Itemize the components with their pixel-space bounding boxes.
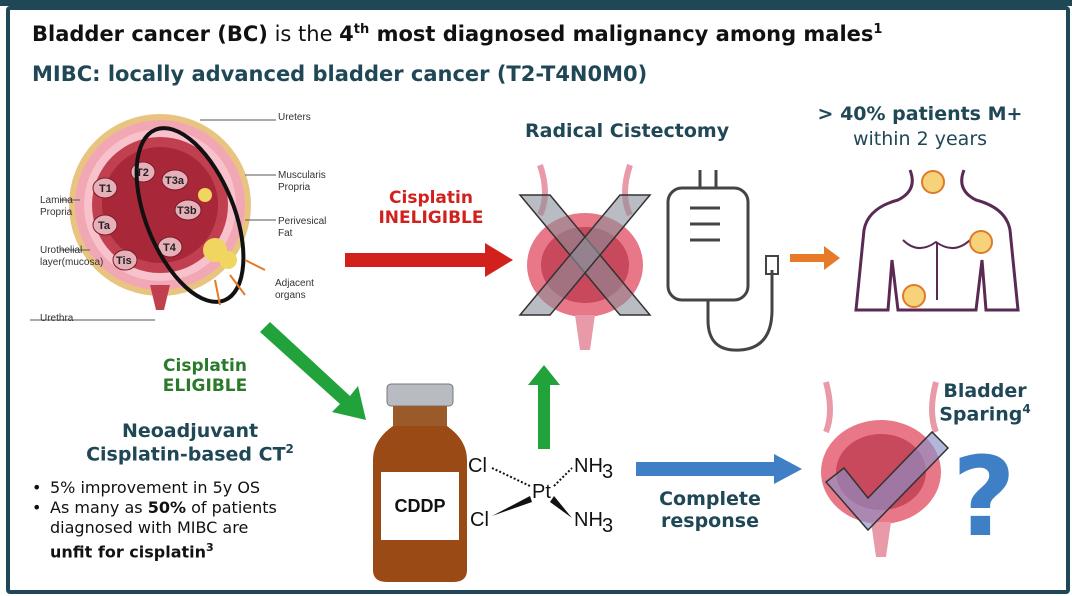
svg-text:3: 3	[602, 461, 613, 483]
bullet-2: As many as 50% of patients diagnosed wit…	[30, 498, 277, 562]
label-organs: organs	[275, 290, 306, 301]
stage-tis: Tis	[116, 255, 132, 267]
label-muscularis: Muscularis	[278, 170, 326, 181]
iv-bag-icon	[666, 170, 779, 352]
bladder-anatomy-diagram: T1 T2 T3a T3b Ta T4 Tis	[30, 114, 276, 321]
orange-arrow	[790, 246, 840, 270]
cddp-vial-icon: CDDP	[373, 383, 467, 582]
headline: Bladder cancer (BC) is the 4th most diag…	[32, 22, 883, 46]
label-perivesical: Perivesical	[278, 216, 327, 227]
neoadjuvant-title: Neoadjuvant Cisplatin-based CT2	[86, 420, 294, 466]
subtitle: MIBC: locally advanced bladder cancer (T…	[32, 62, 648, 86]
svg-text:Cl: Cl	[470, 509, 489, 531]
label-urothelial: Urothelial	[40, 245, 83, 256]
label-propria: Propria	[40, 207, 73, 218]
bullet-1: 5% improvement in 5y OS	[30, 478, 277, 498]
complete-response-label: Complete response	[659, 488, 761, 532]
bladder-checked-icon	[821, 381, 950, 557]
label-adjacent: Adjacent	[275, 278, 314, 289]
stage-t1: T1	[99, 183, 112, 195]
label-propria-muscularis: Propria	[278, 182, 311, 193]
stage-t2: T2	[136, 167, 149, 179]
torso-icon	[854, 169, 1020, 312]
blue-arrow	[636, 454, 802, 484]
stage-t4: T4	[163, 242, 177, 254]
question-mark: ?	[952, 433, 1016, 561]
top-bar	[0, 0, 1072, 6]
vial-label: CDDP	[394, 496, 445, 516]
ineligible-label: Cisplatin INELIGIBLE	[378, 188, 484, 228]
metastasis-line2: within 2 years	[852, 128, 988, 150]
metastasis-line1: > 40% patients M+	[817, 103, 1023, 125]
red-arrow	[345, 243, 513, 277]
label-urethra: Urethra	[40, 313, 74, 324]
radical-cistectomy-title: Radical Cistectomy	[525, 120, 730, 142]
svg-text:Pt: Pt	[532, 481, 551, 503]
svg-text:Cl: Cl	[468, 455, 487, 477]
label-lamina: Lamina	[40, 195, 73, 206]
eligible-label: Cisplatin ELIGIBLE	[162, 356, 248, 396]
bladder-sparing-title: Bladder Sparing4	[939, 380, 1031, 426]
svg-text:3: 3	[602, 515, 613, 537]
cisplatin-structure: Cl Pt NH 3 Cl NH 3	[468, 455, 613, 537]
label-mucosa: layer(mucosa)	[40, 257, 104, 268]
stage-t3b: T3b	[177, 205, 197, 217]
bullet-list: 5% improvement in 5y OS As many as 50% o…	[30, 478, 277, 562]
stage-t3a: T3a	[165, 175, 185, 187]
green-up-arrow	[528, 365, 560, 449]
svg-text:NH: NH	[574, 455, 603, 477]
label-fat: Fat	[278, 228, 293, 239]
svg-text:NH: NH	[574, 509, 603, 531]
label-ureters: Ureters	[278, 112, 311, 123]
bladder-crossed-icon	[518, 164, 652, 350]
stage-ta: Ta	[98, 220, 111, 232]
green-diagonal-arrow	[260, 322, 366, 420]
